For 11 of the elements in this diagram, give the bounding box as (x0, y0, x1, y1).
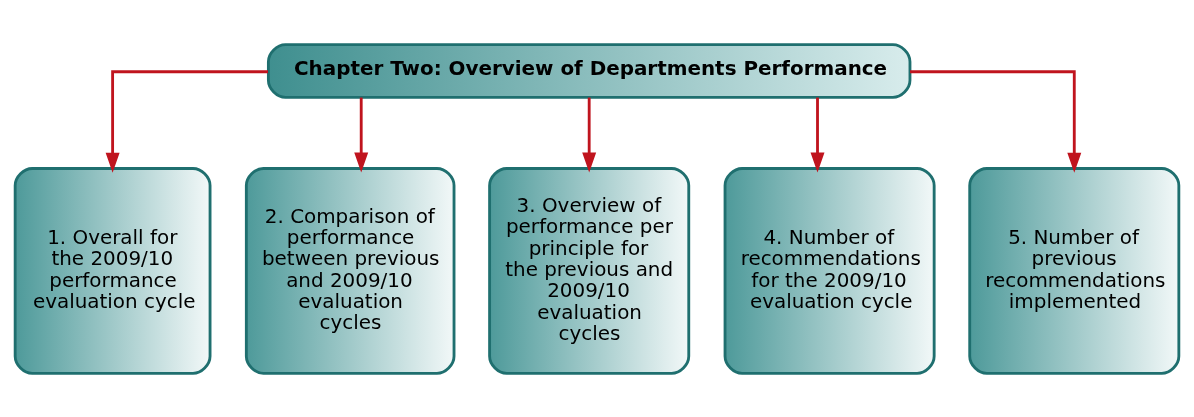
node-box: 4. Number of recommendations for the 2009/10 evaluation cycle (723, 166, 936, 375)
node-box: 1. Overall for the 2009/10 performance evaluation cycle (13, 166, 212, 375)
node-box: 5. Number of previous recommendations implemented (968, 166, 1181, 375)
arrow (810, 97, 825, 172)
node-box: 2. Comparison of performance between previous and 2009/10 evaluation cycles (244, 166, 456, 375)
arrow (910, 69, 1082, 173)
arrow (354, 97, 369, 172)
node-box: 3. Overview of performance per principle for the previous and 2009/10 evaluation cycles (488, 166, 691, 375)
arrow (582, 97, 597, 172)
node-box: Chapter Two: Overview of Departments Performance (266, 42, 912, 99)
arrow (105, 69, 268, 173)
